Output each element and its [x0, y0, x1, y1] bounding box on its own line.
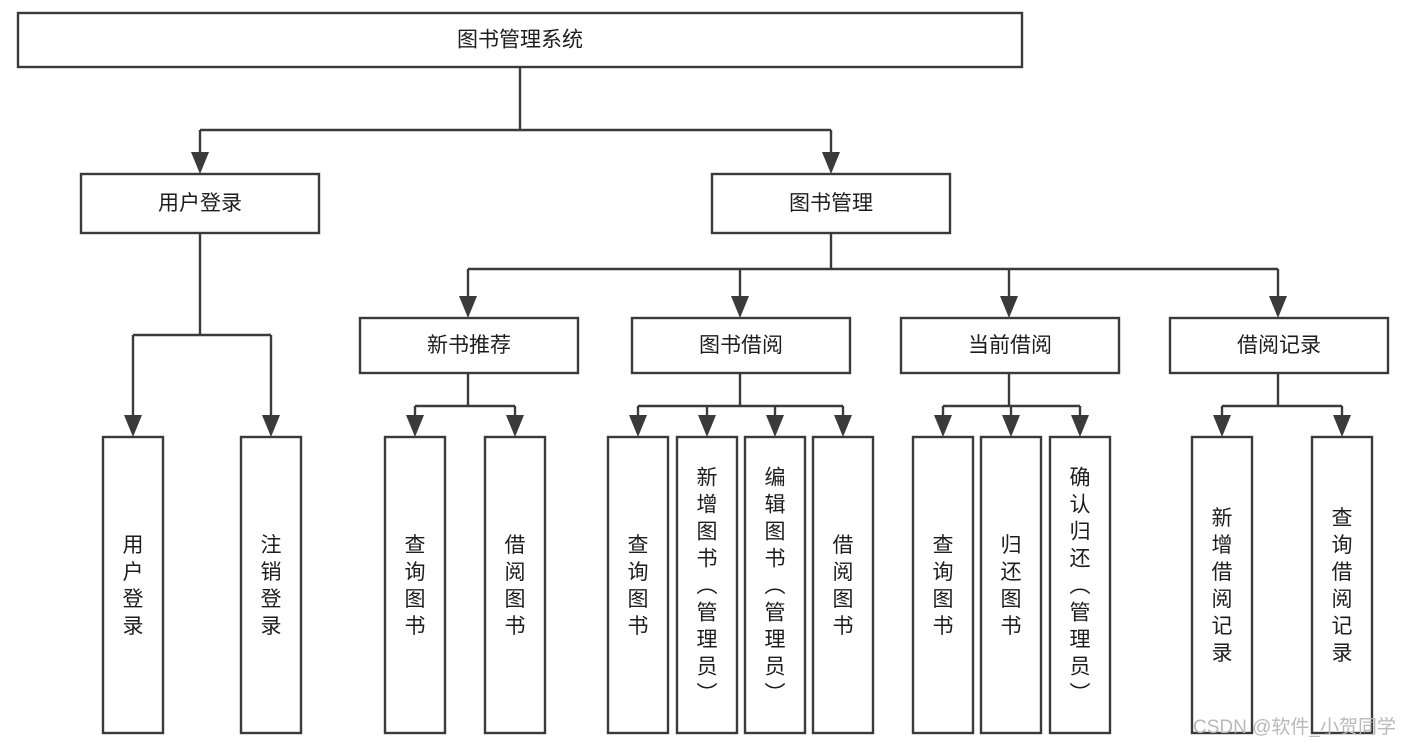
arrow-head-icon	[698, 415, 716, 437]
node-leaf-query-book-3-box[interactable]	[911, 435, 975, 735]
arrow-head-icon	[1213, 415, 1231, 437]
node-root-label: 图书管理系统	[457, 29, 583, 52]
arrow-head-icon	[1000, 296, 1018, 318]
node-borrow-record[interactable]: 借阅记录	[1168, 316, 1390, 375]
node-leaf-borrow-book-2[interactable]: 借阅图书	[811, 435, 875, 735]
arrow-head-icon	[459, 296, 477, 318]
node-leaf-return-book-label: 归还图书	[1001, 534, 1022, 638]
node-borrow-record-box[interactable]	[1168, 316, 1390, 375]
node-root-box[interactable]	[16, 11, 1024, 69]
node-leaf-query-book-2[interactable]: 查询图书	[606, 435, 670, 735]
arrow-head-icon	[731, 296, 749, 318]
node-leaf-confirm-return-label: 确认归还︵管理员︶	[1070, 467, 1091, 706]
node-borrow-record-label: 借阅记录	[1237, 334, 1321, 357]
node-leaf-query-book-2-box[interactable]	[606, 435, 670, 735]
node-leaf-query-book-3[interactable]: 查询图书	[911, 435, 975, 735]
node-leaf-add-book-box[interactable]	[675, 435, 739, 735]
node-leaf-query-book-1-label: 查询图书	[405, 534, 426, 638]
arrow-head-icon	[506, 415, 524, 437]
nodes-layer: 图书管理系统用户登录图书管理新书推荐图书借阅当前借阅借阅记录用户登录注销登录查询…	[16, 11, 1390, 735]
node-user-login[interactable]: 用户登录	[79, 172, 321, 235]
arrow-head-icon	[934, 415, 952, 437]
arrow-head-icon	[1269, 296, 1287, 318]
node-leaf-logout-box[interactable]	[239, 435, 303, 735]
node-leaf-edit-book[interactable]: 编辑图书︵管理员︶	[743, 435, 807, 735]
node-user-login-label: 用户登录	[158, 192, 242, 215]
node-book-manage[interactable]: 图书管理	[710, 172, 952, 235]
node-current-borrow[interactable]: 当前借阅	[899, 316, 1121, 375]
node-leaf-logout-label: 注销登录	[261, 534, 282, 638]
arrow-head-icon	[766, 415, 784, 437]
node-leaf-borrow-book-1[interactable]: 借阅图书	[483, 435, 547, 735]
node-current-borrow-label: 当前借阅	[968, 334, 1052, 357]
node-leaf-borrow-book-2-box[interactable]	[811, 435, 875, 735]
node-leaf-add-book[interactable]: 新增图书︵管理员︶	[675, 435, 739, 735]
node-leaf-query-record[interactable]: 查询借阅记录	[1310, 435, 1374, 735]
node-leaf-add-book-label: 新增图书︵管理员︶	[697, 467, 718, 706]
node-leaf-confirm-return[interactable]: 确认归还︵管理员︶	[1048, 435, 1112, 735]
node-new-book-recommend-box[interactable]	[358, 316, 580, 375]
node-leaf-return-book-box[interactable]	[979, 435, 1043, 735]
node-leaf-query-record-box[interactable]	[1310, 435, 1374, 735]
arrow-head-icon	[262, 415, 280, 437]
node-leaf-edit-book-label: 编辑图书︵管理员︶	[765, 467, 786, 706]
node-leaf-borrow-book-1-box[interactable]	[483, 435, 547, 735]
arrow-head-icon	[406, 415, 424, 437]
node-new-book-recommend-label: 新书推荐	[427, 334, 511, 357]
arrow-head-icon	[191, 152, 209, 174]
arrow-head-icon	[1002, 415, 1020, 437]
node-leaf-query-book-1-box[interactable]	[383, 435, 447, 735]
arrow-head-icon	[1071, 415, 1089, 437]
node-book-borrow-label: 图书借阅	[699, 334, 783, 357]
node-leaf-query-book-1[interactable]: 查询图书	[383, 435, 447, 735]
node-leaf-borrow-book-1-label: 借阅图书	[505, 534, 526, 638]
node-current-borrow-box[interactable]	[899, 316, 1121, 375]
node-leaf-query-record-label: 查询借阅记录	[1332, 507, 1353, 665]
arrow-head-icon	[1333, 415, 1351, 437]
arrow-head-icon	[124, 415, 142, 437]
node-user-login-box[interactable]	[79, 172, 321, 235]
csdn-watermark: CSDN @软件_小贺同学	[1193, 716, 1396, 738]
node-leaf-add-record[interactable]: 新增借阅记录	[1190, 435, 1254, 735]
node-leaf-confirm-return-box[interactable]	[1048, 435, 1112, 735]
node-leaf-query-book-2-label: 查询图书	[628, 534, 649, 638]
node-leaf-edit-book-box[interactable]	[743, 435, 807, 735]
node-book-manage-label: 图书管理	[789, 192, 873, 215]
node-leaf-user-login[interactable]: 用户登录	[101, 435, 165, 735]
node-leaf-logout[interactable]: 注销登录	[239, 435, 303, 735]
node-root[interactable]: 图书管理系统	[16, 11, 1024, 69]
node-leaf-user-login-box[interactable]	[101, 435, 165, 735]
arrow-head-icon	[834, 415, 852, 437]
arrow-head-icon	[822, 152, 840, 174]
node-book-manage-box[interactable]	[710, 172, 952, 235]
node-leaf-query-book-3-label: 查询图书	[933, 534, 954, 638]
node-leaf-add-record-label: 新增借阅记录	[1212, 507, 1233, 665]
node-book-borrow[interactable]: 图书借阅	[630, 316, 852, 375]
node-leaf-return-book[interactable]: 归还图书	[979, 435, 1043, 735]
connectors-layer	[124, 67, 1351, 437]
node-leaf-add-record-box[interactable]	[1190, 435, 1254, 735]
node-new-book-recommend[interactable]: 新书推荐	[358, 316, 580, 375]
node-leaf-user-login-label: 用户登录	[123, 534, 144, 638]
node-book-borrow-box[interactable]	[630, 316, 852, 375]
arrow-head-icon	[629, 415, 647, 437]
node-leaf-borrow-book-2-label: 借阅图书	[833, 534, 854, 638]
